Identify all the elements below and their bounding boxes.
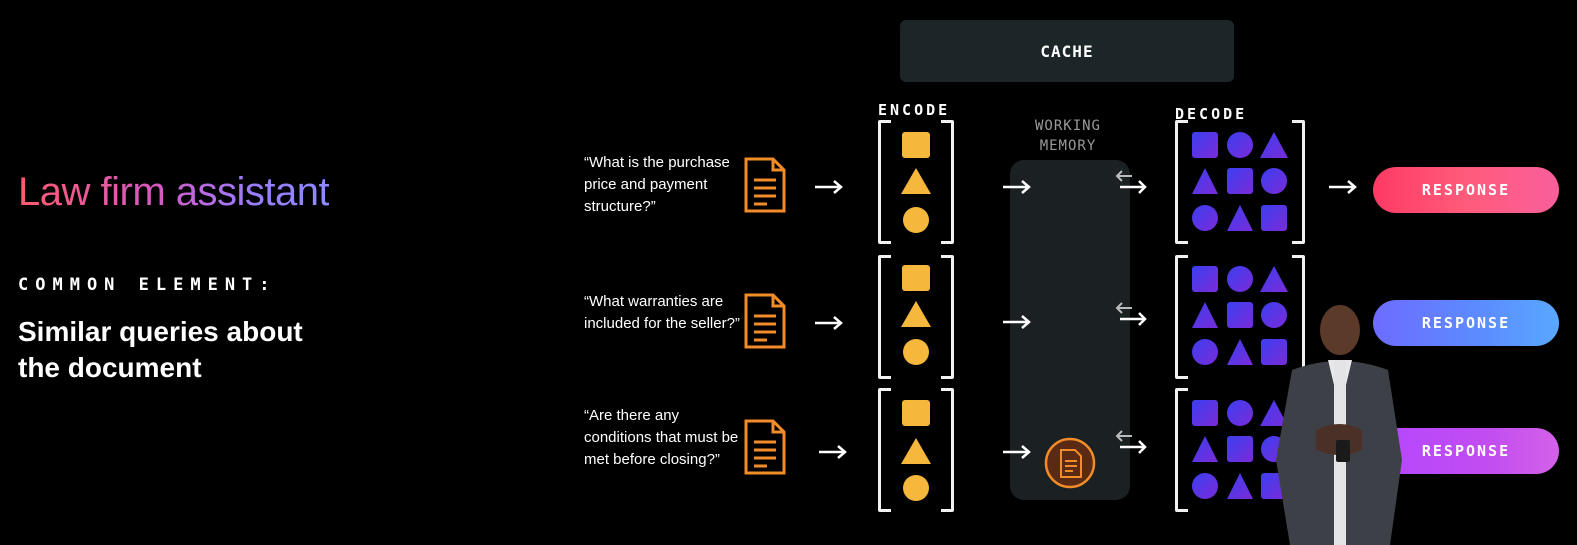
response-2-pill: RESPONSE bbox=[1373, 300, 1559, 346]
bidirectional-arrow-icon bbox=[1115, 170, 1147, 194]
response-1-label: RESPONSE bbox=[1421, 181, 1511, 199]
working-memory-heading: WORKING MEMORY bbox=[1034, 118, 1101, 154]
encode-shapes bbox=[901, 400, 931, 501]
decode-shapes bbox=[1192, 132, 1288, 231]
presenter-figure bbox=[1276, 305, 1402, 545]
encode-shapes bbox=[901, 265, 931, 365]
query-1-text: “What is the purchase price and payment … bbox=[584, 154, 730, 215]
response-3-pill: RESPONSE bbox=[1373, 428, 1559, 474]
slide-subtitle: Similar queries about the document bbox=[18, 316, 303, 383]
cache-box: CACHE bbox=[900, 20, 1234, 82]
arrow-right-icon bbox=[819, 445, 847, 459]
response-3-label: RESPONSE bbox=[1421, 442, 1511, 460]
query-2-text: “What warranties are included for the se… bbox=[584, 293, 740, 332]
bidirectional-arrow-icon bbox=[1115, 430, 1147, 454]
arrow-right-icon bbox=[815, 180, 843, 194]
arrow-right-icon bbox=[815, 316, 843, 330]
decode-heading: DECODE bbox=[1175, 105, 1248, 123]
document-icon bbox=[744, 419, 786, 475]
cache-label: CACHE bbox=[1040, 41, 1094, 61]
response-1-pill: RESPONSE bbox=[1373, 167, 1559, 213]
document-icon bbox=[744, 157, 786, 213]
response-2-label: RESPONSE bbox=[1421, 314, 1511, 332]
arrow-right-icon bbox=[1003, 180, 1031, 194]
arrow-right-icon bbox=[1003, 445, 1031, 459]
encode-shapes bbox=[901, 132, 931, 233]
arrow-right-icon bbox=[1329, 180, 1357, 194]
cached-document-icon bbox=[1044, 437, 1096, 489]
common-element-label: COMMON ELEMENT: bbox=[18, 275, 277, 295]
encode-heading: ENCODE bbox=[878, 101, 951, 119]
query-3-text: “Are there any conditions that must be m… bbox=[584, 407, 739, 468]
decode-shapes bbox=[1192, 266, 1288, 365]
slide-title: Law firm assistant bbox=[18, 170, 330, 214]
arrow-right-icon bbox=[1003, 315, 1031, 329]
bidirectional-arrow-icon bbox=[1115, 302, 1147, 326]
document-icon bbox=[744, 293, 786, 349]
